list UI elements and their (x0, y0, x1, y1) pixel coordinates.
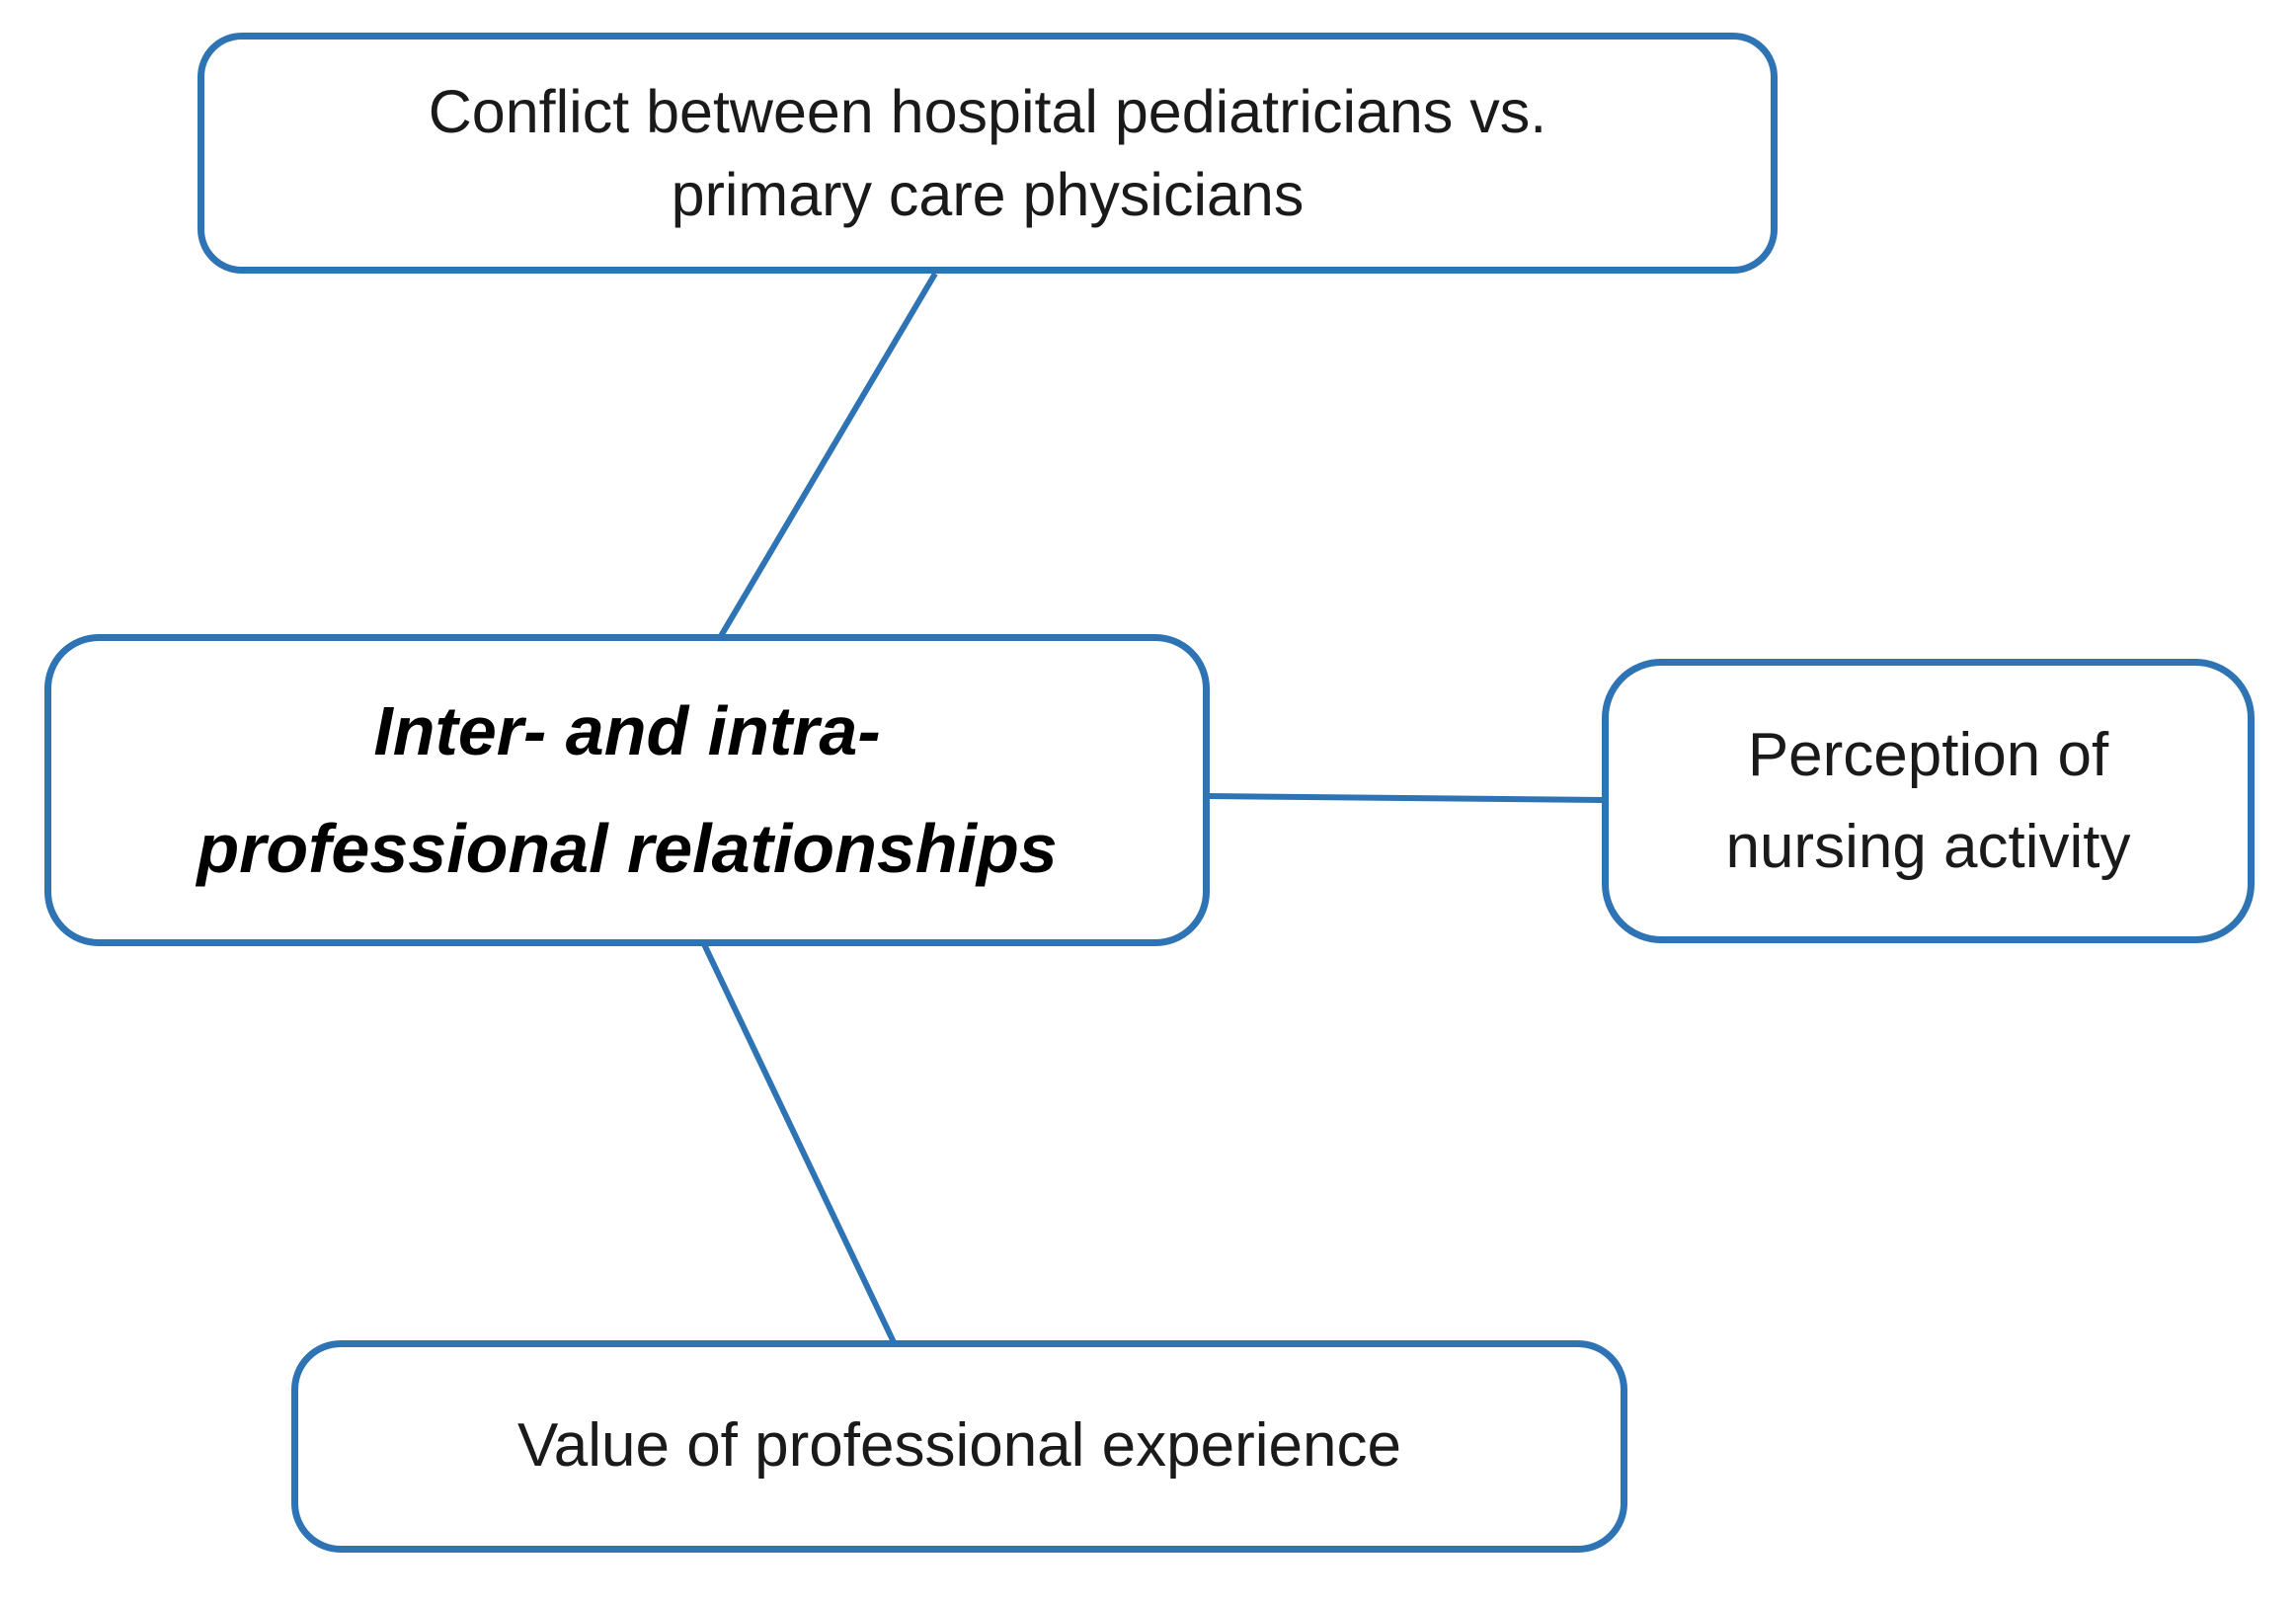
connector-center-to-top (718, 272, 938, 638)
node-label-line: Perception of (1747, 721, 2109, 789)
node-label-line: nursing activity (1725, 813, 2131, 881)
node-label-line: professional relationships (197, 810, 1058, 887)
node-label-line: Value of professional experience (517, 1411, 1401, 1481)
node-label-line: Conflict between hospital pediatricians … (428, 77, 1547, 145)
node-label-line: primary care physicians (671, 161, 1305, 228)
node-value-of-professional-experience: Value of professional experience (291, 1340, 1627, 1553)
node-inter-and-intra-professional-relationships: Inter- and intra- professional relations… (44, 634, 1210, 946)
node-label-line: Inter- and intra- (373, 692, 881, 769)
connector-center-to-right (1206, 793, 1606, 803)
node-conflict-hospital-pediatricians-vs-primary-care: Conflict between hospital pediatricians … (198, 33, 1778, 274)
node-perception-of-nursing-activity: Perception of nursing activity (1602, 659, 2255, 943)
connector-center-to-bottom (701, 942, 897, 1344)
